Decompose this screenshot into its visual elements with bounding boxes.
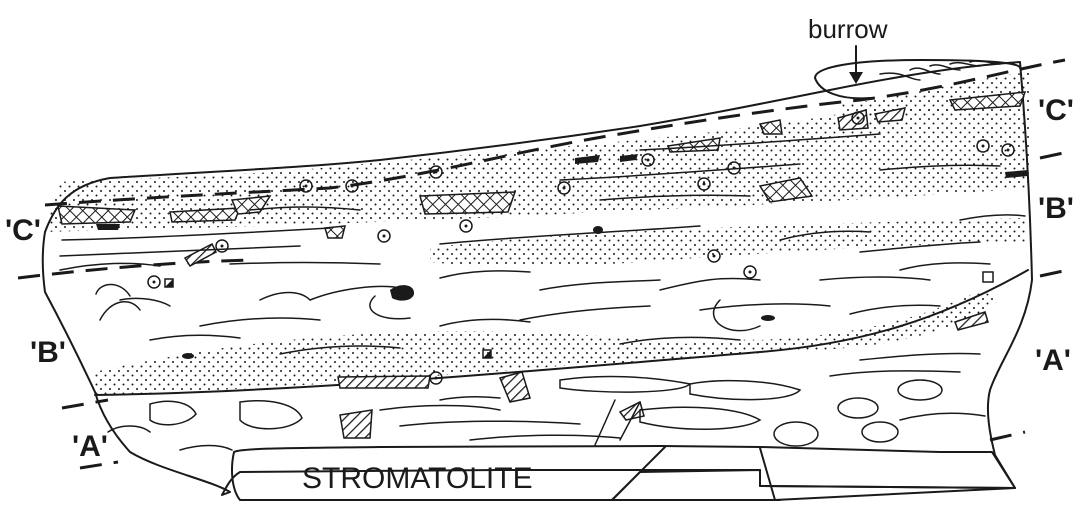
unit-a-label-left: 'A' <box>72 430 108 463</box>
burrow-arrow-head-icon <box>849 72 863 84</box>
unit-b-label-right: 'B' <box>1038 192 1074 225</box>
sand-layer-lower <box>95 290 1000 395</box>
unit-b-label-left: 'B' <box>30 336 66 369</box>
unit-c-label-right: 'C' <box>1038 94 1074 127</box>
unit-a-label-right: 'A' <box>1035 344 1071 377</box>
burrow-label: burrow <box>808 14 888 44</box>
stromatolite-block: STROMATOLITE <box>232 446 1015 500</box>
stromatolite-label: STROMATOLITE <box>302 462 533 495</box>
sand-layer-upper <box>45 72 1030 232</box>
unit-c-label-left: 'C' <box>5 214 41 247</box>
sand-layer-middle <box>430 218 1025 267</box>
